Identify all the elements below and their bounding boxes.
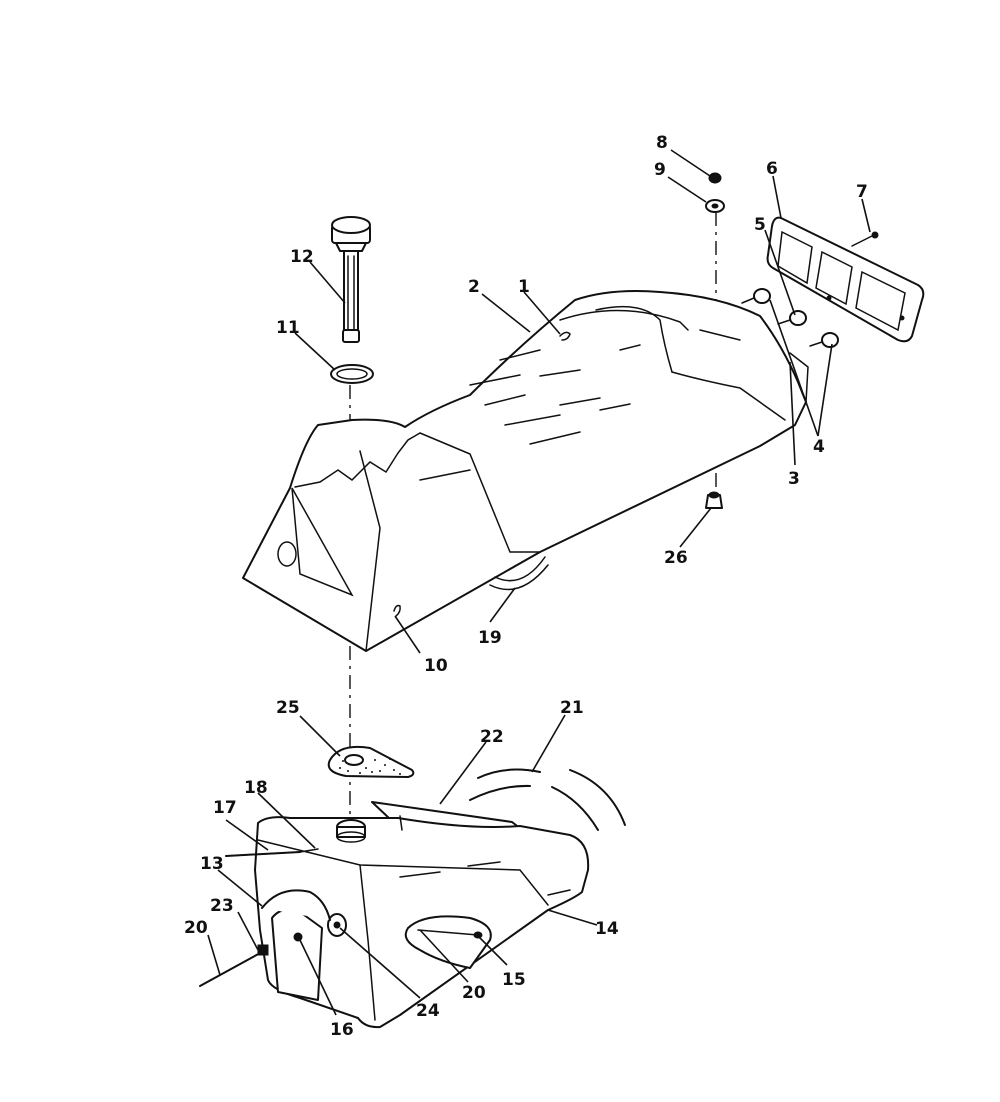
callout-10: 10 bbox=[424, 656, 448, 676]
callout-5: 5 bbox=[754, 215, 766, 235]
hoses bbox=[469, 768, 626, 831]
callout-3: 3 bbox=[788, 469, 800, 489]
nut bbox=[708, 172, 722, 184]
grommet bbox=[705, 491, 723, 509]
callout-26: 26 bbox=[664, 548, 688, 568]
callout-13: 13 bbox=[200, 854, 224, 874]
filler-gasket bbox=[330, 364, 374, 384]
washer bbox=[705, 199, 725, 213]
filler-cap-assembly bbox=[331, 216, 371, 343]
callout-19: 19 bbox=[478, 628, 502, 648]
callout-24: 24 bbox=[416, 1001, 440, 1021]
callout-labels: 1 2 3 4 5 6 7 8 9 10 11 12 13 14 15 16 1… bbox=[184, 133, 868, 1040]
callout-14: 14 bbox=[595, 919, 619, 939]
callout-1: 1 bbox=[518, 277, 530, 297]
seat-cover bbox=[242, 290, 809, 652]
leader-lines bbox=[207, 149, 871, 1016]
fuel-tank bbox=[199, 815, 590, 1029]
callout-21: 21 bbox=[560, 698, 584, 718]
callout-22: 22 bbox=[480, 727, 504, 747]
callout-18: 18 bbox=[244, 778, 268, 798]
reflector-bracket bbox=[766, 216, 925, 343]
callout-15: 15 bbox=[502, 970, 526, 990]
callout-25: 25 bbox=[276, 698, 300, 718]
callout-7: 7 bbox=[856, 182, 868, 202]
mounting-pad bbox=[327, 745, 415, 778]
callout-12: 12 bbox=[290, 247, 314, 267]
cover-hole bbox=[277, 541, 297, 567]
tail-lamp-bulbs bbox=[741, 288, 839, 348]
callout-23: 23 bbox=[210, 896, 234, 916]
callout-6: 6 bbox=[766, 159, 778, 179]
callout-17: 17 bbox=[213, 798, 237, 818]
callout-8: 8 bbox=[656, 133, 668, 153]
bracket-screw bbox=[851, 231, 879, 247]
callout-9: 9 bbox=[654, 160, 666, 180]
callout-20-left: 20 bbox=[184, 918, 208, 938]
callout-20-right: 20 bbox=[462, 983, 486, 1003]
callout-4: 4 bbox=[813, 437, 825, 457]
callout-16: 16 bbox=[330, 1020, 354, 1040]
callout-11: 11 bbox=[276, 318, 300, 338]
callout-2: 2 bbox=[468, 277, 480, 297]
